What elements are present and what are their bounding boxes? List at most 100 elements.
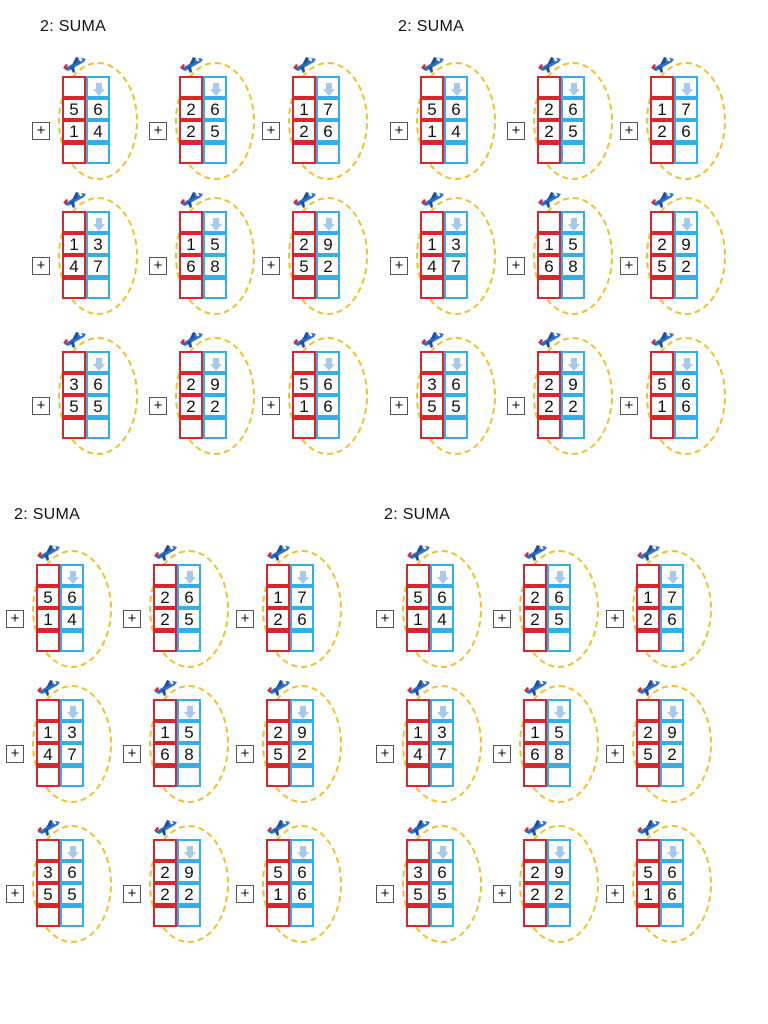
- answer-cell-tens[interactable]: [406, 765, 430, 787]
- answer-cell-tens[interactable]: [62, 417, 86, 439]
- answer-cell-units[interactable]: [60, 630, 84, 652]
- answer-cell-units[interactable]: [177, 905, 201, 927]
- answer-cell-units[interactable]: [177, 765, 201, 787]
- carry-cell-tens[interactable]: [636, 839, 660, 861]
- answer-cell-units[interactable]: [203, 277, 227, 299]
- answer-cell-units[interactable]: [290, 765, 314, 787]
- answer-cell-tens[interactable]: [537, 142, 561, 164]
- carry-cell-tens[interactable]: [292, 211, 316, 233]
- answer-cell-tens[interactable]: [650, 142, 674, 164]
- answer-cell-units[interactable]: [203, 142, 227, 164]
- answer-cell-tens[interactable]: [179, 277, 203, 299]
- answer-cell-units[interactable]: [547, 905, 571, 927]
- answer-cell-units[interactable]: [86, 417, 110, 439]
- answer-cell-units[interactable]: [674, 277, 698, 299]
- answer-cell-tens[interactable]: [153, 905, 177, 927]
- answer-cell-tens[interactable]: [636, 630, 660, 652]
- answer-cell-tens[interactable]: [292, 142, 316, 164]
- answer-cell-tens[interactable]: [36, 765, 60, 787]
- carry-cell-tens[interactable]: [266, 699, 290, 721]
- answer-cell-units[interactable]: [430, 905, 454, 927]
- answer-cell-tens[interactable]: [636, 765, 660, 787]
- answer-cell-units[interactable]: [60, 765, 84, 787]
- answer-cell-units[interactable]: [444, 417, 468, 439]
- carry-cell-tens[interactable]: [179, 211, 203, 233]
- answer-cell-tens[interactable]: [420, 142, 444, 164]
- carry-cell-tens[interactable]: [650, 76, 674, 98]
- answer-cell-tens[interactable]: [537, 417, 561, 439]
- carry-cell-tens[interactable]: [420, 76, 444, 98]
- carry-cell-tens[interactable]: [420, 351, 444, 373]
- carry-cell-tens[interactable]: [62, 351, 86, 373]
- answer-cell-tens[interactable]: [636, 905, 660, 927]
- answer-cell-units[interactable]: [547, 765, 571, 787]
- carry-cell-tens[interactable]: [537, 211, 561, 233]
- answer-cell-units[interactable]: [60, 905, 84, 927]
- carry-cell-tens[interactable]: [153, 699, 177, 721]
- answer-cell-tens[interactable]: [292, 417, 316, 439]
- carry-cell-tens[interactable]: [537, 76, 561, 98]
- answer-cell-tens[interactable]: [523, 630, 547, 652]
- answer-cell-tens[interactable]: [266, 630, 290, 652]
- answer-cell-units[interactable]: [444, 142, 468, 164]
- carry-cell-tens[interactable]: [266, 564, 290, 586]
- answer-cell-units[interactable]: [316, 417, 340, 439]
- carry-cell-tens[interactable]: [650, 211, 674, 233]
- carry-cell-tens[interactable]: [650, 351, 674, 373]
- answer-cell-tens[interactable]: [523, 905, 547, 927]
- answer-cell-tens[interactable]: [62, 142, 86, 164]
- carry-cell-tens[interactable]: [523, 564, 547, 586]
- answer-cell-tens[interactable]: [36, 630, 60, 652]
- carry-cell-tens[interactable]: [523, 839, 547, 861]
- answer-cell-tens[interactable]: [420, 277, 444, 299]
- answer-cell-tens[interactable]: [266, 905, 290, 927]
- carry-cell-tens[interactable]: [537, 351, 561, 373]
- answer-cell-units[interactable]: [290, 630, 314, 652]
- answer-cell-units[interactable]: [561, 277, 585, 299]
- carry-cell-tens[interactable]: [420, 211, 444, 233]
- carry-cell-tens[interactable]: [36, 839, 60, 861]
- answer-cell-units[interactable]: [203, 417, 227, 439]
- carry-cell-tens[interactable]: [292, 351, 316, 373]
- carry-cell-tens[interactable]: [406, 564, 430, 586]
- answer-cell-tens[interactable]: [153, 630, 177, 652]
- answer-cell-tens[interactable]: [179, 142, 203, 164]
- answer-cell-units[interactable]: [561, 142, 585, 164]
- answer-cell-units[interactable]: [674, 417, 698, 439]
- answer-cell-units[interactable]: [660, 630, 684, 652]
- answer-cell-units[interactable]: [430, 630, 454, 652]
- carry-cell-tens[interactable]: [62, 211, 86, 233]
- answer-cell-units[interactable]: [86, 142, 110, 164]
- carry-cell-tens[interactable]: [523, 699, 547, 721]
- answer-cell-tens[interactable]: [153, 765, 177, 787]
- carry-cell-tens[interactable]: [36, 699, 60, 721]
- answer-cell-tens[interactable]: [179, 417, 203, 439]
- answer-cell-tens[interactable]: [62, 277, 86, 299]
- answer-cell-units[interactable]: [660, 905, 684, 927]
- answer-cell-units[interactable]: [86, 277, 110, 299]
- answer-cell-tens[interactable]: [36, 905, 60, 927]
- carry-cell-tens[interactable]: [179, 351, 203, 373]
- answer-cell-tens[interactable]: [292, 277, 316, 299]
- carry-cell-tens[interactable]: [62, 76, 86, 98]
- answer-cell-tens[interactable]: [266, 765, 290, 787]
- answer-cell-tens[interactable]: [420, 417, 444, 439]
- answer-cell-units[interactable]: [547, 630, 571, 652]
- answer-cell-units[interactable]: [674, 142, 698, 164]
- answer-cell-tens[interactable]: [406, 905, 430, 927]
- carry-cell-tens[interactable]: [36, 564, 60, 586]
- carry-cell-tens[interactable]: [153, 839, 177, 861]
- answer-cell-units[interactable]: [430, 765, 454, 787]
- answer-cell-tens[interactable]: [406, 630, 430, 652]
- carry-cell-tens[interactable]: [406, 699, 430, 721]
- answer-cell-units[interactable]: [561, 417, 585, 439]
- answer-cell-units[interactable]: [660, 765, 684, 787]
- answer-cell-tens[interactable]: [537, 277, 561, 299]
- answer-cell-units[interactable]: [177, 630, 201, 652]
- answer-cell-units[interactable]: [444, 277, 468, 299]
- carry-cell-tens[interactable]: [266, 839, 290, 861]
- answer-cell-tens[interactable]: [650, 277, 674, 299]
- carry-cell-tens[interactable]: [179, 76, 203, 98]
- answer-cell-units[interactable]: [290, 905, 314, 927]
- carry-cell-tens[interactable]: [636, 564, 660, 586]
